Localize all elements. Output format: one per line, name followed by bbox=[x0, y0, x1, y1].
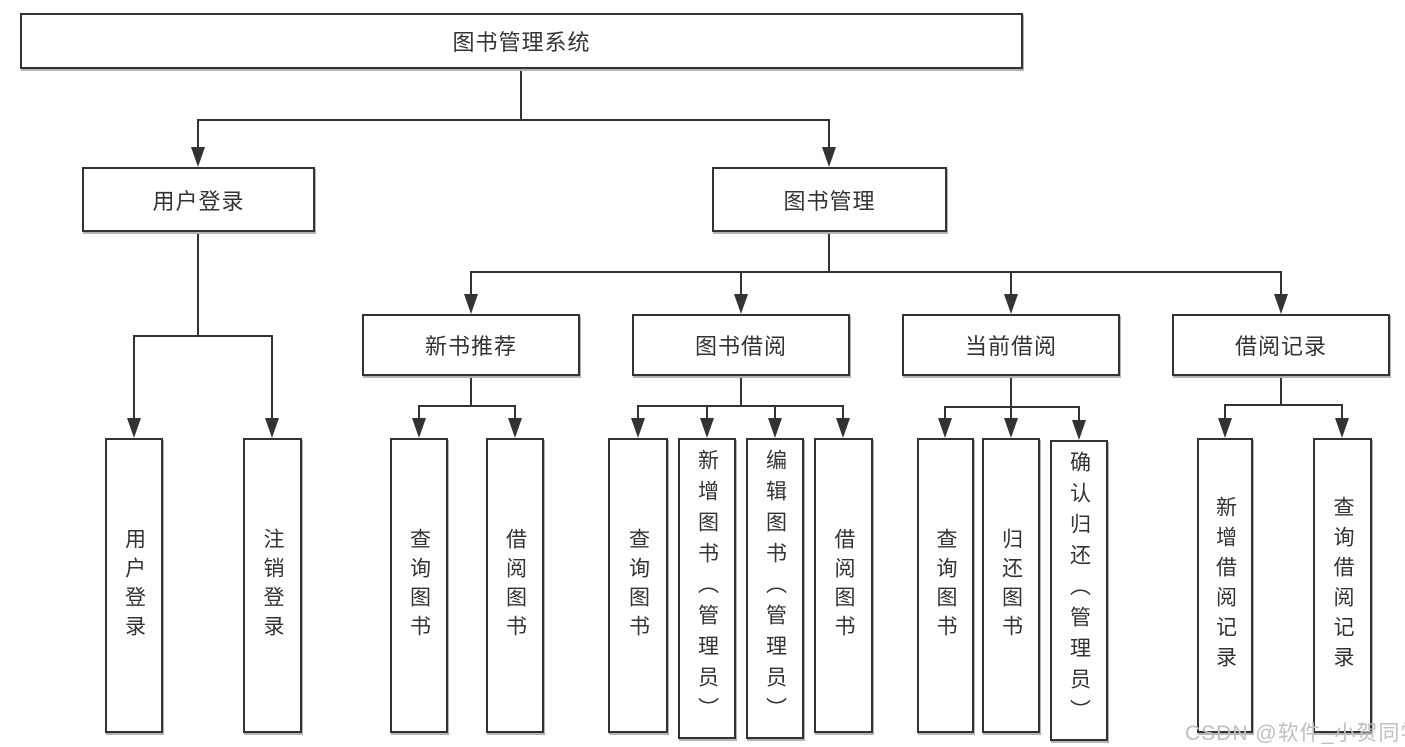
csdn-watermark: CSDN @软件_小贺同学 bbox=[1185, 722, 1405, 745]
leaf-return-books: 归还图书 bbox=[982, 438, 1040, 733]
leaf-confirm-return-admin-label: 确认归还（管理员） bbox=[1067, 451, 1091, 730]
leaf-query-books-current: 查询图书 bbox=[917, 438, 974, 733]
leaf-user-login-label: 用户登录 bbox=[122, 527, 146, 644]
leaf-query-books-borrowing-label: 查询图书 bbox=[626, 527, 650, 644]
node-new-book-recommend: 新书推荐 bbox=[362, 314, 580, 376]
node-book-management: 图书管理 bbox=[712, 167, 947, 232]
leaf-query-books-recommend-label: 查询图书 bbox=[407, 527, 431, 644]
node-book-borrowing-label: 图书借阅 bbox=[694, 334, 787, 359]
leaf-confirm-return-admin: 确认归还（管理员） bbox=[1050, 440, 1108, 741]
leaf-add-borrow-record: 新增借阅记录 bbox=[1197, 438, 1253, 733]
node-book-management-label: 图书管理 bbox=[783, 188, 876, 214]
node-current-borrowing: 当前借阅 bbox=[902, 314, 1120, 376]
leaf-query-borrow-record: 查询借阅记录 bbox=[1313, 438, 1372, 733]
leaf-query-books-borrowing: 查询图书 bbox=[608, 438, 668, 733]
node-new-book-recommend-label: 新书推荐 bbox=[424, 334, 517, 359]
leaf-edit-books-admin-label: 编辑图书（管理员） bbox=[763, 449, 787, 728]
node-borrow-records-label: 借阅记录 bbox=[1234, 334, 1327, 359]
arrowheads bbox=[127, 147, 1349, 440]
leaf-query-books-recommend: 查询图书 bbox=[390, 438, 448, 733]
node-current-borrowing-label: 当前借阅 bbox=[964, 334, 1057, 359]
leaf-logout: 注销登录 bbox=[243, 438, 302, 733]
node-user-login: 用户登录 bbox=[82, 167, 315, 232]
leaf-borrow-books-borrowing: 借阅图书 bbox=[814, 438, 873, 733]
leaf-logout-label: 注销登录 bbox=[261, 527, 284, 644]
leaf-query-borrow-record-label: 查询借阅记录 bbox=[1331, 495, 1354, 676]
leaf-user-login: 用户登录 bbox=[105, 438, 163, 733]
node-book-borrowing: 图书借阅 bbox=[632, 314, 850, 376]
leaf-borrow-books-recommend: 借阅图书 bbox=[486, 438, 544, 733]
node-user-login-label: 用户登录 bbox=[152, 188, 245, 214]
node-borrow-records: 借阅记录 bbox=[1172, 314, 1390, 376]
leaf-add-books-admin: 新增图书（管理员） bbox=[678, 438, 736, 739]
leaf-edit-books-admin: 编辑图书（管理员） bbox=[746, 438, 804, 739]
leaf-add-books-admin-label: 新增图书（管理员） bbox=[695, 449, 719, 728]
node-library-system: 图书管理系统 bbox=[20, 13, 1023, 69]
leaf-query-books-current-label: 查询图书 bbox=[934, 527, 957, 644]
leaf-add-borrow-record-label: 新增借阅记录 bbox=[1213, 495, 1237, 676]
leaf-return-books-label: 归还图书 bbox=[999, 527, 1023, 644]
leaf-borrow-books-borrowing-label: 借阅图书 bbox=[832, 527, 855, 644]
leaf-borrow-books-recommend-label: 借阅图书 bbox=[503, 527, 527, 644]
node-library-system-label: 图书管理系统 bbox=[452, 30, 591, 55]
